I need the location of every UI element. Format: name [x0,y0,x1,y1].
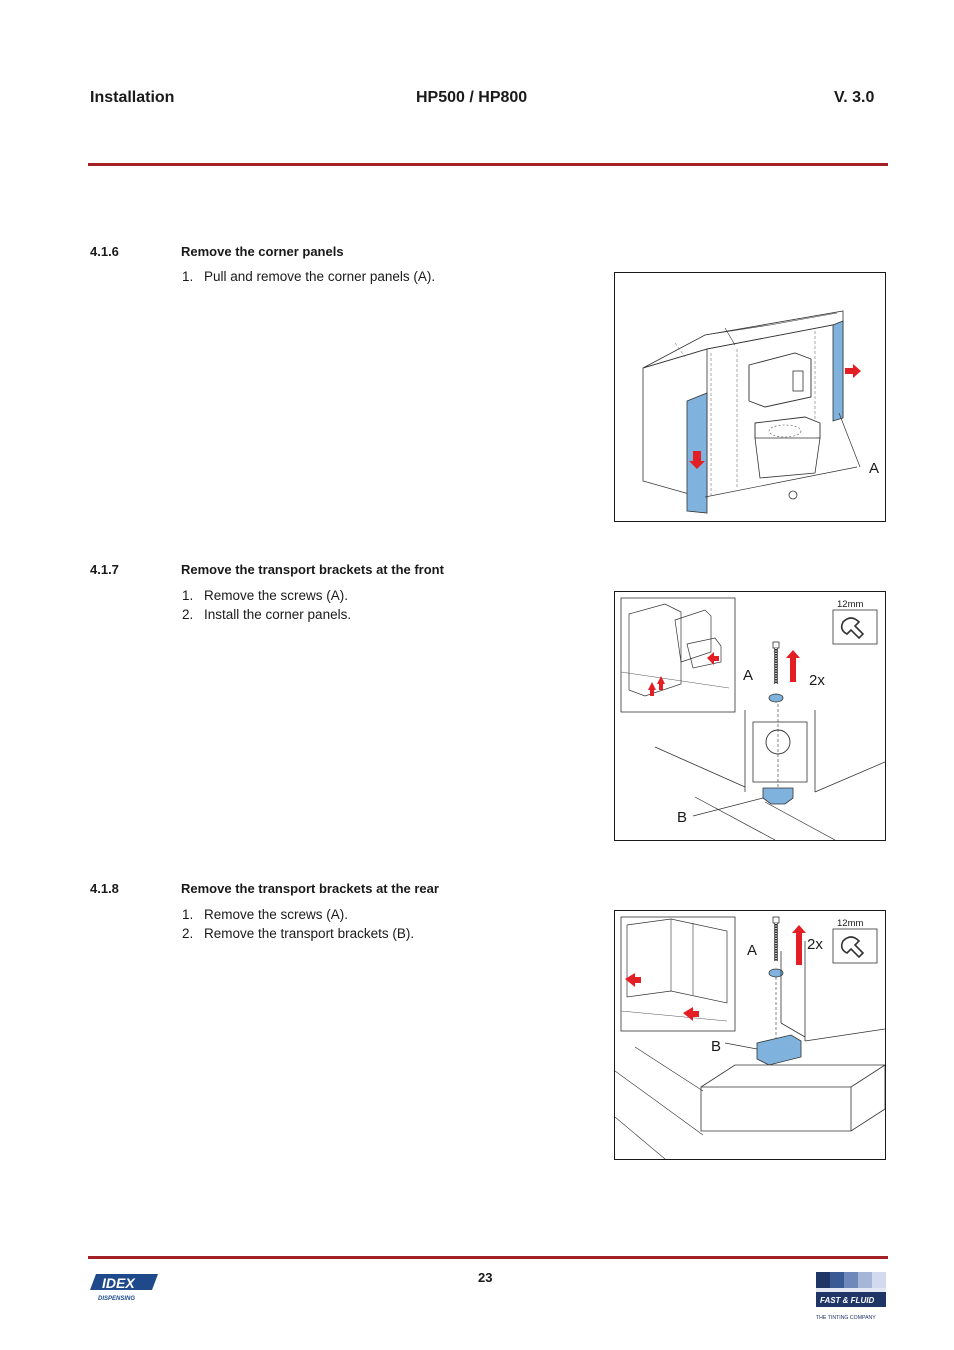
footer-divider [88,1256,888,1259]
idex-logo-subtext: DISPENSING [98,1296,135,1302]
figure-label-a: A [869,460,879,477]
section-number: 4.1.8 [90,881,119,896]
header-divider [88,163,888,166]
figure-label-a: A [743,667,753,684]
tool-size-label: 12mm [837,599,863,610]
fast-fluid-logo: FAST & FLUID THE TINTING COMPANY [816,1272,888,1324]
section-number: 4.1.6 [90,244,119,259]
section-title: Remove the transport brackets at the rea… [181,881,439,896]
figure-front-brackets: 12mm A 2x B [614,591,886,841]
figure-label-a: A [747,942,757,959]
section-title: Remove the transport brackets at the fro… [181,562,444,577]
step-list: 1.Remove the screws (A). 2.Remove the tr… [182,905,414,943]
figure-rear-brackets: 12mm A 2x B [614,910,886,1160]
figure-label-count: 2x [809,672,825,689]
figure-corner-panels: A [614,272,886,522]
header-model: HP500 / HP800 [416,89,528,106]
section-title: Remove the corner panels [181,244,344,259]
step-item: 2.Remove the transport brackets (B). [182,926,415,941]
idex-logo: IDEX DISPENSING [88,1272,160,1306]
step-item: 1.Remove the screws (A). [182,907,349,922]
step-list: 1.Remove the screws (A). 2.Install the c… [182,586,351,624]
tool-size-label: 12mm [837,918,863,929]
step-item: 2.Install the corner panels. [182,607,352,622]
figure-label-b: B [711,1038,721,1055]
step-item: 1.Remove the screws (A). [182,588,349,603]
page-number: 23 [478,1270,493,1285]
step-item: 1.Pull and remove the corner panels (A). [182,269,436,284]
header-section: Installation [90,89,175,106]
section-number: 4.1.7 [90,562,119,577]
idex-logo-text: IDEX [102,1275,136,1291]
fast-fluid-logo-text: FAST & FLUID [820,1296,874,1305]
step-list: 1.Pull and remove the corner panels (A). [182,267,435,286]
figure-label-count: 2x [807,936,823,953]
fast-fluid-logo-subtext: THE TINTING COMPANY [816,1315,876,1321]
figure-label-b: B [677,809,687,826]
header-version: V. 3.0 [834,89,875,106]
